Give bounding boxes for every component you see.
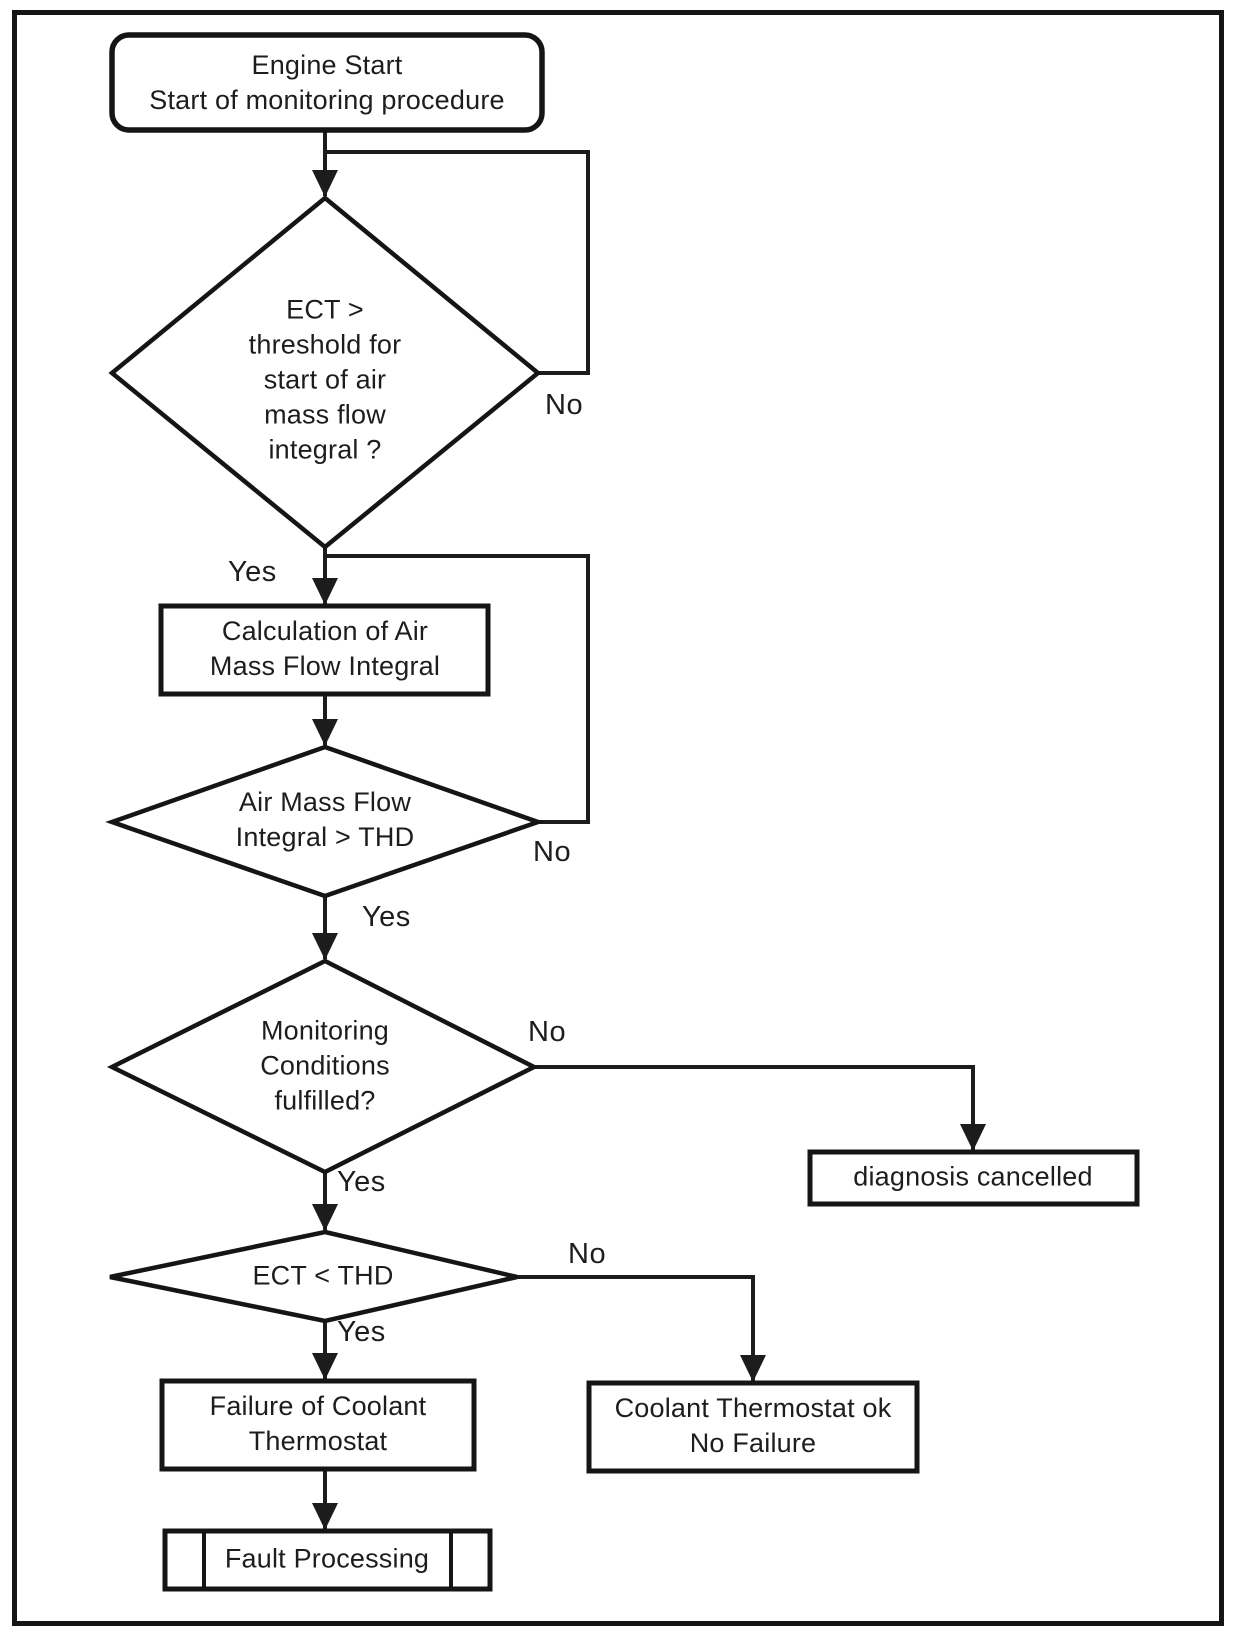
process-diagnosis-cancelled-shape bbox=[807, 1149, 1140, 1207]
node-airmass-thd: Air Mass Flow Integral > THD bbox=[235, 786, 415, 852]
diagram-frame bbox=[12, 10, 1224, 1626]
arrowhead-into-ect-decision bbox=[312, 170, 338, 197]
decision-airmass-thd-shape bbox=[105, 744, 545, 899]
decision-ect-lt-thd-shape bbox=[109, 1229, 518, 1324]
process-calc-airmass-shape bbox=[158, 603, 491, 697]
arrowhead-into-fault-processing bbox=[312, 1503, 338, 1530]
arrowhead-into-failure-box bbox=[312, 1353, 338, 1380]
arrowhead-into-monitoring-decision bbox=[312, 933, 338, 960]
branch-label-ect-threshold-yes: Yes bbox=[228, 556, 277, 588]
node-failure-thermostat: Failure of Coolant Thermostat bbox=[209, 1390, 427, 1456]
decision-ect-threshold-shape bbox=[108, 195, 542, 550]
edge-airmass-decision-no-loop bbox=[327, 554, 590, 824]
arrowhead-into-ect-lt-thd bbox=[312, 1204, 338, 1231]
branch-label-airmass-yes: Yes bbox=[362, 901, 411, 933]
node-fault-processing: Fault Processing bbox=[224, 1543, 430, 1574]
branch-label-airmass-no: No bbox=[533, 836, 572, 868]
predefined-fault-processing-shape bbox=[162, 1528, 493, 1592]
branch-label-monitoring-no: No bbox=[528, 1016, 567, 1048]
node-engine-start: Engine Start Start of monitoring procedu… bbox=[149, 49, 505, 115]
branch-label-ect-lt-thd-no: No bbox=[568, 1238, 607, 1270]
process-thermostat-ok-shape bbox=[586, 1380, 920, 1474]
node-ect-threshold: ECT > threshold for start of air mass fl… bbox=[248, 294, 402, 465]
decision-monitoring-conditions-shape bbox=[106, 958, 539, 1175]
edge-monitoring-no-to-diagnosis-cancelled bbox=[534, 1065, 975, 1150]
branch-label-ect-threshold-no: No bbox=[545, 389, 584, 421]
arrowhead-into-calc bbox=[312, 578, 338, 605]
arrowhead-into-diagnosis-cancelled bbox=[960, 1124, 986, 1151]
branch-label-ect-lt-thd-yes: Yes bbox=[337, 1316, 386, 1348]
node-monitoring-conditions: Monitoring Conditions fulfilled? bbox=[260, 1015, 390, 1116]
node-ect-lt-thd: ECT < THD bbox=[252, 1260, 394, 1291]
arrowhead-into-thermostat-ok bbox=[740, 1355, 766, 1382]
edge-ect-lt-thd-no-to-thermostat-ok bbox=[517, 1275, 755, 1381]
node-diagnosis-cancelled: diagnosis cancelled bbox=[853, 1161, 1093, 1192]
node-calc-airmass: Calculation of Air Mass Flow Integral bbox=[209, 615, 441, 681]
edge-ect-decision-no-loop bbox=[327, 150, 590, 375]
process-failure-thermostat-shape bbox=[159, 1378, 477, 1472]
branch-label-monitoring-yes: Yes bbox=[337, 1166, 386, 1198]
arrowhead-into-airmass-decision bbox=[312, 719, 338, 746]
node-thermostat-ok: Coolant Thermostat ok No Failure bbox=[614, 1392, 892, 1458]
terminator-engine-start-shape bbox=[109, 32, 545, 133]
